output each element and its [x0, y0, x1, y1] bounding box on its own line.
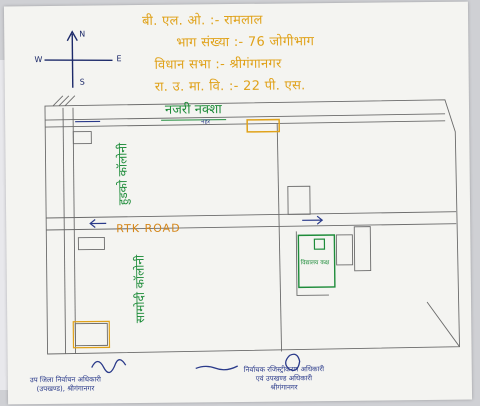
signature-right-line-2: एवं उपखण्ड अधिकारी [255, 374, 313, 383]
signature-left-line-2: (उपखण्ड), श्रीगंगानगर [36, 384, 95, 394]
rtk-road-label: RTK ROAD [116, 221, 181, 236]
signature-right-line-3: श्रीगंगानगर [270, 383, 298, 392]
signature-right-caption: निर्वाचक रजिस्ट्रीकरण अधिकारी एवं उपखण्ड… [244, 365, 325, 393]
compass-north: N [79, 29, 86, 39]
compass-south: S [79, 77, 85, 87]
map-sheet: बी. एल. ओ. :- रामलाल भाग संख्या :- 76 जो… [3, 1, 473, 405]
colony-upper-label: हुडको कॉलोनी [115, 142, 131, 206]
map-title: नजरी नक्शा [165, 99, 222, 118]
polling-building-label: विद्यालय कक्ष [300, 259, 330, 267]
colony-lower-label: सामोदी कॉलोनी [132, 254, 148, 324]
signature-left-caption: उप जिला निर्वाचन अधिकारी (उपखण्ड), श्रीग… [30, 375, 101, 394]
canal-label: नहर [201, 118, 211, 126]
compass-rose [44, 30, 113, 88]
map-drawing [44, 30, 460, 374]
compass-west: W [34, 55, 43, 65]
compass-east: E [116, 54, 122, 64]
